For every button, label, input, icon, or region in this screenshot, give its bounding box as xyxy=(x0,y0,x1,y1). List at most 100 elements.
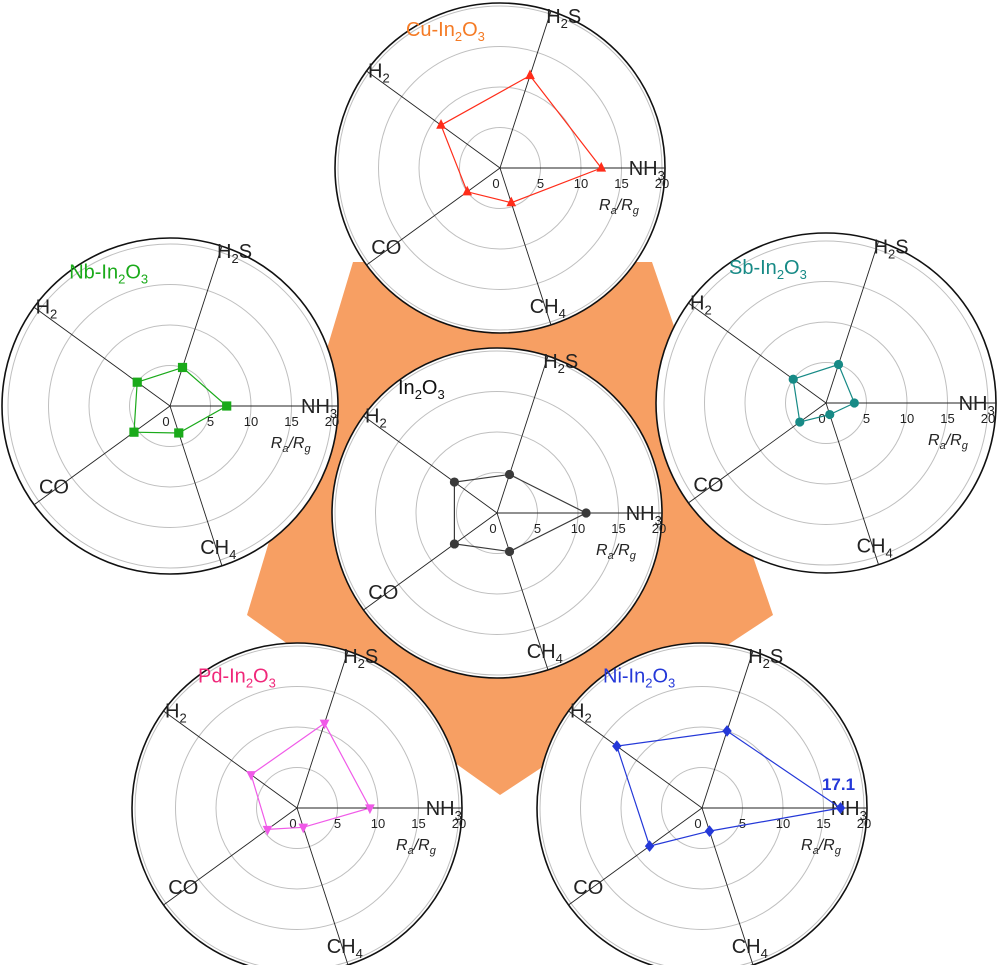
tick-label: 20 xyxy=(857,816,871,831)
axis-label-ch4: CH4 xyxy=(530,296,566,321)
axis-label-co: CO xyxy=(693,474,723,496)
series-line xyxy=(133,366,228,434)
data-point-h2 xyxy=(132,377,142,387)
axis-label-co: CO xyxy=(573,877,603,899)
tick-label: 20 xyxy=(325,414,339,429)
axis-label-h2: H2 xyxy=(365,405,387,430)
tick-label: 10 xyxy=(371,816,385,831)
tick-label: 0 xyxy=(818,411,825,426)
tick-label: 20 xyxy=(652,521,666,536)
axis-spoke xyxy=(163,807,298,906)
axis-label-h2s: H2S xyxy=(343,646,378,671)
tick-label: 10 xyxy=(776,816,790,831)
axis-label-co: CO xyxy=(39,476,69,498)
tick-label: 15 xyxy=(611,521,625,536)
panel-title: Nb-In2O3 xyxy=(69,261,148,286)
panel-title: Pd-In2O3 xyxy=(198,666,276,691)
panel-title: In2O3 xyxy=(398,377,445,402)
data-point-co xyxy=(795,417,805,427)
data-point-ch4 xyxy=(504,546,515,557)
tick-label: 15 xyxy=(816,816,830,831)
axis-spoke xyxy=(33,405,171,506)
tick-label: 10 xyxy=(574,176,588,191)
axis-label-ch4: CH4 xyxy=(732,936,768,961)
tick-label: 0 xyxy=(489,521,496,536)
data-point-h2 xyxy=(246,771,256,781)
series-line xyxy=(616,730,843,847)
tick-label: 5 xyxy=(207,414,214,429)
ratio-label: Ra/Rg xyxy=(271,435,312,455)
axis-label-ch4: CH4 xyxy=(857,536,893,561)
axis-label-co: CO xyxy=(368,582,398,604)
data-point-co xyxy=(644,840,655,852)
axis-label-nh3: NH3 xyxy=(831,798,867,823)
series-line xyxy=(792,363,856,423)
tick-label: 10 xyxy=(900,411,914,426)
panel-title: Ni-In2O3 xyxy=(603,666,675,691)
axis-spoke xyxy=(366,167,501,266)
panel-outer-circle xyxy=(536,642,868,965)
data-point-h2 xyxy=(788,374,798,384)
tick-label: 5 xyxy=(537,176,544,191)
axis-label-nh3: NH3 xyxy=(959,393,995,418)
axis-spoke xyxy=(496,355,549,514)
axis-spoke xyxy=(169,246,223,407)
data-point-h2s xyxy=(525,69,535,80)
series-line xyxy=(250,722,371,831)
data-point-nh3 xyxy=(596,161,607,172)
axis-spoke xyxy=(499,167,552,326)
axis-label-ch4: CH4 xyxy=(200,537,236,562)
ratio-label: Ra/Rg xyxy=(801,837,842,857)
axis-spoke xyxy=(499,10,552,169)
axis-spoke xyxy=(568,807,703,906)
axis-spoke xyxy=(363,415,498,514)
data-point-h2 xyxy=(449,477,460,487)
tick-label: 15 xyxy=(284,414,298,429)
axis-label-co: CO xyxy=(371,237,401,259)
axis-label-h2: H2 xyxy=(570,700,592,725)
data-point-h2s xyxy=(833,359,844,370)
axis-spoke xyxy=(363,512,498,611)
tick-label: 15 xyxy=(940,411,954,426)
data-point-h2s xyxy=(319,719,330,730)
data-point-nh3 xyxy=(835,802,846,814)
tick-label: 10 xyxy=(244,414,258,429)
tick-label: 20 xyxy=(655,176,669,191)
axis-spoke xyxy=(825,241,879,404)
tick-label: 10 xyxy=(571,521,585,536)
tick-label: 0 xyxy=(492,176,499,191)
tick-label: 15 xyxy=(411,816,425,831)
axis-spoke xyxy=(568,710,703,809)
axis-spoke xyxy=(163,710,298,809)
tick-label: 0 xyxy=(162,414,169,429)
data-point-h2 xyxy=(436,119,446,129)
axis-label-nh3: NH3 xyxy=(301,396,337,421)
panel-outer-circle xyxy=(131,642,463,965)
tick-label: 20 xyxy=(452,816,466,831)
tick-label: 5 xyxy=(739,816,746,831)
ratio-label: Ra/Rg xyxy=(599,197,640,217)
axis-label-h2s: H2S xyxy=(874,236,909,261)
axis-label-h2: H2 xyxy=(690,293,712,318)
axis-label-ch4: CH4 xyxy=(327,936,363,961)
data-point-co xyxy=(449,539,460,549)
data-point-h2 xyxy=(612,740,622,752)
ratio-label: Ra/Rg xyxy=(396,837,437,857)
axis-label-h2: H2 xyxy=(368,60,390,85)
data-point-nh3 xyxy=(849,398,859,408)
tick-label: 5 xyxy=(334,816,341,831)
axis-label-nh3: NH3 xyxy=(629,158,665,183)
tick-label: 5 xyxy=(863,411,870,426)
data-point-ch4 xyxy=(825,409,835,420)
axis-label-h2: H2 xyxy=(165,700,187,725)
axis-label-co: CO xyxy=(168,877,198,899)
data-point-h2s xyxy=(177,362,188,373)
axis-spoke xyxy=(496,512,549,671)
data-point-ch4 xyxy=(506,196,517,207)
